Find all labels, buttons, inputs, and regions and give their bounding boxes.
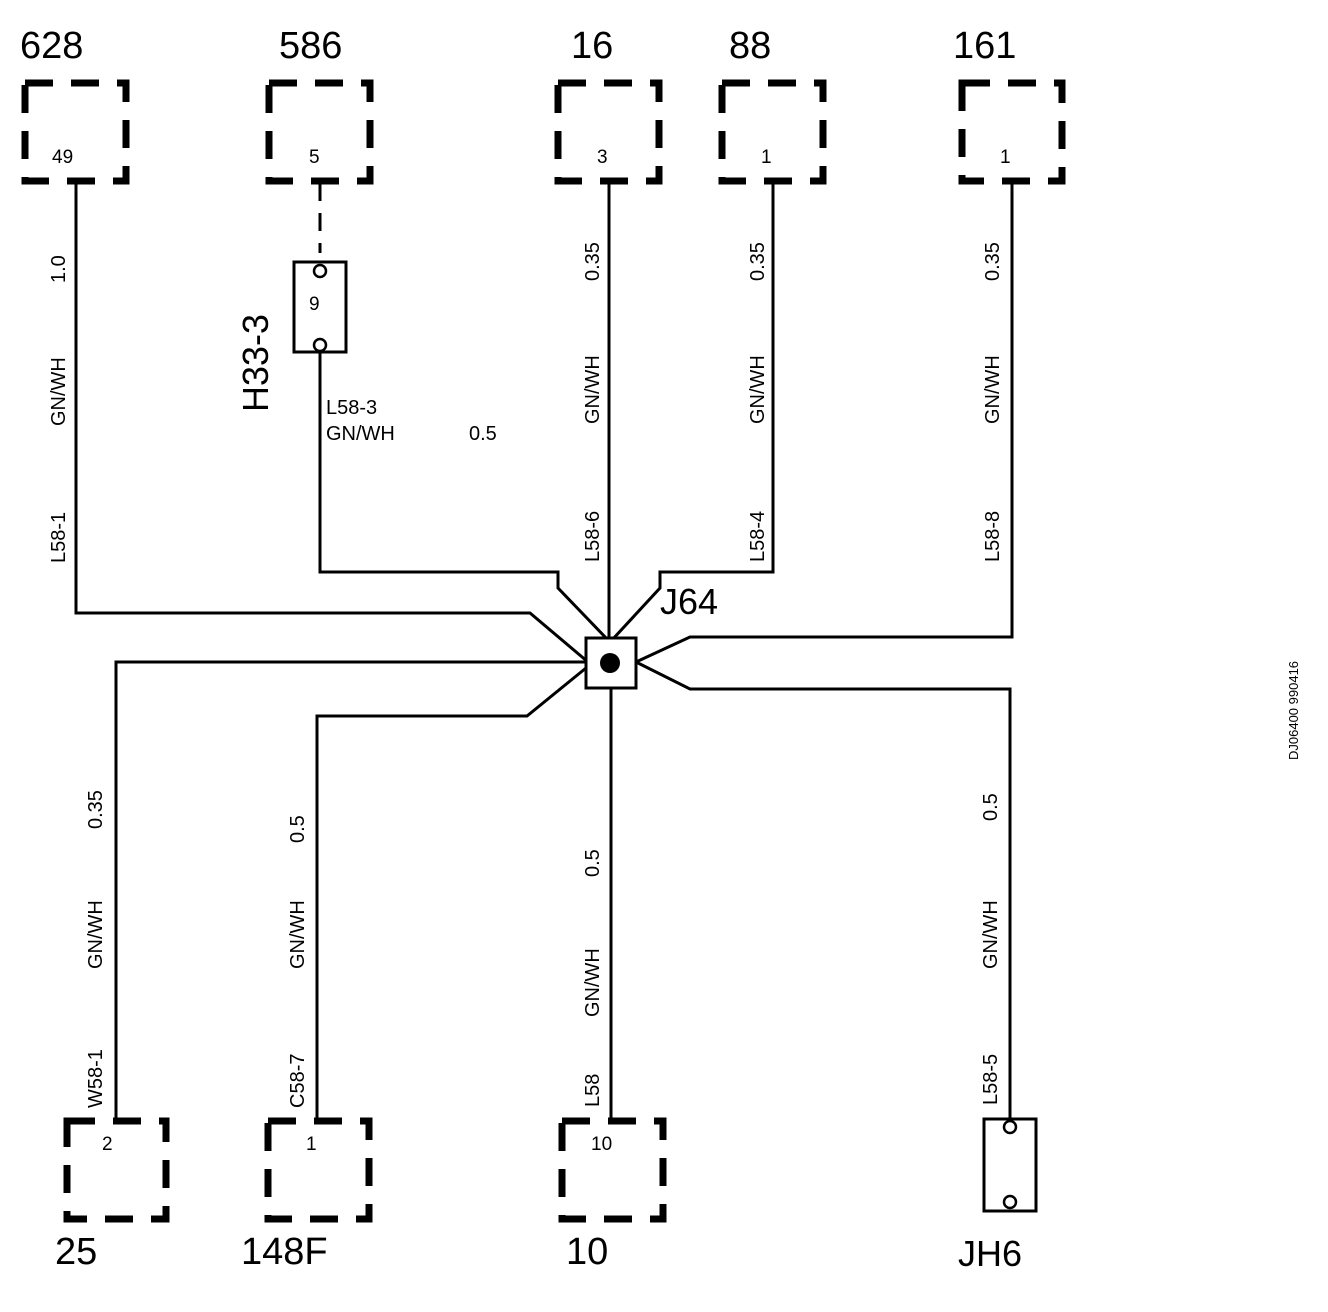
connector-16-number: 16	[571, 25, 613, 67]
connector-16: 16 3	[554, 25, 663, 185]
wire-l58-3-size: 0.5	[469, 423, 497, 445]
connector-628-number: 628	[20, 25, 83, 67]
connector-25-number: 25	[55, 1231, 97, 1273]
connector-628: 628 49	[20, 25, 130, 185]
wire-l58-6-color: GN/WH	[582, 355, 604, 424]
wire-l58-8	[635, 183, 1014, 664]
wire-l58-5-color: GN/WH	[980, 900, 1002, 969]
wire-w58-1-color: GN/WH	[85, 900, 107, 969]
wire-c58-7-id: C58-7	[287, 1054, 309, 1108]
connector-586: 586 5	[265, 25, 374, 185]
wire-l58-3-color: GN/WH	[326, 423, 395, 445]
inline-connector-jh6-label: JH6	[958, 1233, 1022, 1274]
connector-586-pin: 5	[309, 147, 320, 168]
wire-l58-4-id: L58-4	[747, 511, 769, 562]
connector-148f-number: 148F	[241, 1231, 328, 1273]
wire-c58-7	[315, 666, 587, 1121]
splice-j64-label: J64	[660, 581, 718, 622]
wire-l58-8-size: 0.35	[982, 242, 1004, 281]
wire-c58-7-size: 0.5	[287, 815, 309, 843]
wire-l58-3	[318, 352, 610, 642]
wire-l58-color: GN/WH	[582, 948, 604, 1017]
connector-10-number: 10	[566, 1231, 608, 1273]
wire-l58-1-id: L58-1	[48, 512, 70, 563]
connector-148f-pin: 1	[306, 1134, 317, 1155]
wire-l58-8-id: L58-8	[982, 511, 1004, 562]
connector-586-number: 586	[279, 25, 342, 67]
wire-l58-1-size: 1.0	[48, 255, 70, 283]
connector-88: 88 1	[718, 25, 827, 185]
splice-j64: J64	[584, 581, 718, 690]
wire-l58-4	[610, 183, 775, 642]
connector-10-pin: 10	[591, 1134, 612, 1155]
connector-161-number: 161	[953, 25, 1016, 67]
connector-88-pin: 1	[761, 147, 772, 168]
wire-l58-1	[74, 183, 589, 664]
wire-l58-5-id: L58-5	[980, 1054, 1002, 1105]
inline-connector-h33-3: 9 H33-3	[235, 183, 348, 412]
wire-l58-6-id: L58-6	[582, 511, 604, 562]
connector-16-pin: 3	[597, 147, 608, 168]
wire-l58-3-id: L58-3	[326, 397, 377, 419]
wire-l58-id: L58	[582, 1074, 604, 1107]
wire-l58-size: 0.5	[582, 849, 604, 877]
wire-l58-5	[635, 660, 1012, 1119]
connector-25: 2 25	[55, 1117, 170, 1273]
wire-l58-8-color: GN/WH	[982, 355, 1004, 424]
connector-25-pin: 2	[102, 1134, 113, 1155]
inline-connector-jh6: JH6	[958, 1117, 1038, 1274]
wire-c58-7-color: GN/WH	[287, 900, 309, 969]
wire-w58-1	[114, 660, 588, 1121]
wire-w58-1-size: 0.35	[85, 790, 107, 829]
connector-628-pin: 49	[52, 147, 73, 168]
wire-w58-1-id: W58-1	[85, 1049, 107, 1108]
connector-161-pin: 1	[1000, 147, 1011, 168]
connector-10: 10 10	[558, 1117, 667, 1273]
wire-l58-4-color: GN/WH	[747, 355, 769, 424]
connector-161: 161 1	[953, 25, 1066, 185]
wire-l58-4-size: 0.35	[747, 242, 769, 281]
connector-148f: 1 148F	[241, 1117, 373, 1273]
connector-88-number: 88	[729, 25, 771, 67]
inline-connector-h33-3-pin: 9	[309, 294, 320, 315]
wire-l58-6-size: 0.35	[582, 242, 604, 281]
wire-l58-1-color: GN/WH	[48, 357, 70, 426]
document-id: DJ06400 990416	[1286, 661, 1301, 760]
wire-l58-5-size: 0.5	[980, 793, 1002, 821]
inline-connector-h33-3-label: H33-3	[235, 314, 276, 412]
